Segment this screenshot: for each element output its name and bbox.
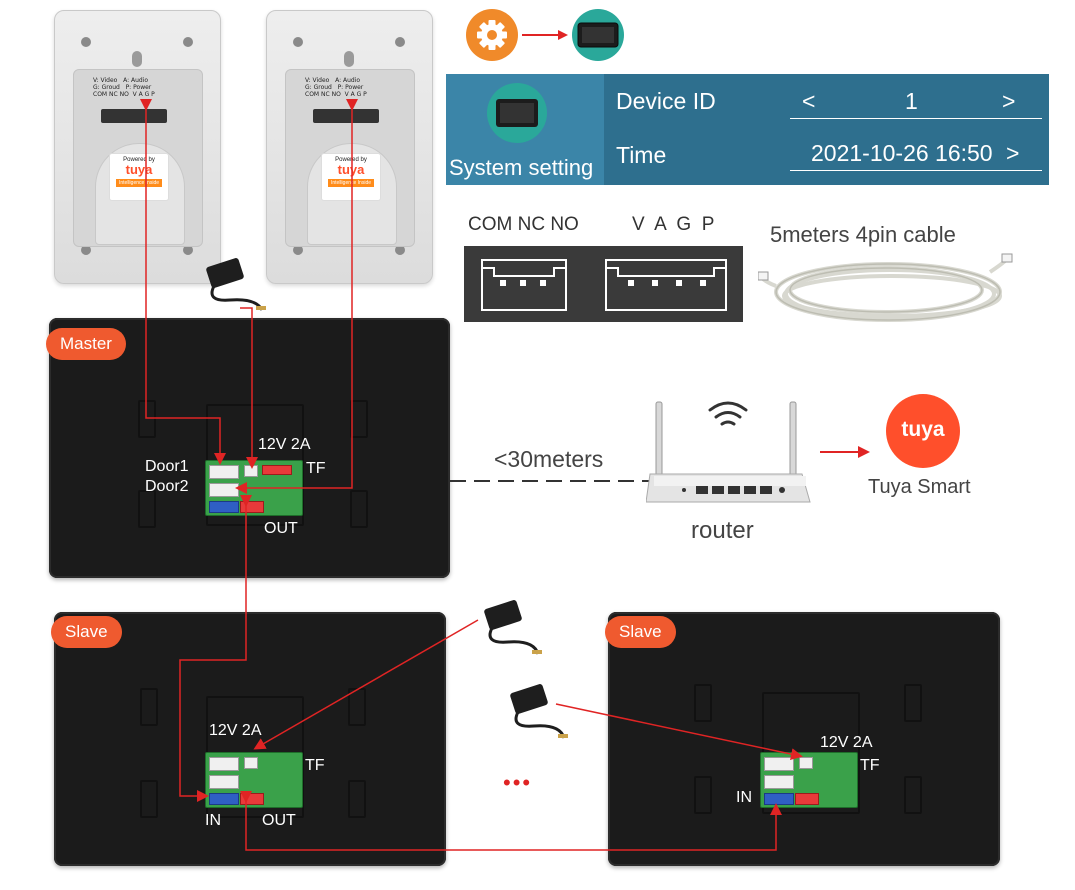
pin-legend: V: Video A: Audio G: Groud P: Power COM …: [305, 77, 367, 98]
power-adapter-icon: [484, 600, 542, 655]
mount-hole: [81, 245, 91, 255]
power-adapter-icon: [510, 684, 568, 739]
wire-slave1-power: [253, 619, 479, 750]
tuya-smart-label: Tuya Smart: [868, 476, 971, 498]
mount-hole: [293, 37, 303, 47]
router-label: router: [691, 517, 754, 544]
mount-clip: [138, 490, 156, 528]
time-next-button[interactable]: >: [1006, 140, 1020, 166]
ethernet-dashed-line: [450, 480, 650, 482]
intelligence-inside-text: Intelligence Inside: [116, 179, 162, 187]
system-setting-label: System setting: [449, 155, 594, 180]
tuya-app-icon: [886, 394, 960, 468]
mount-slot: [132, 51, 142, 67]
gear-to-monitor-icon: [466, 9, 624, 61]
mount-hole: [183, 37, 193, 47]
mount-clip: [904, 684, 922, 722]
wire-door2: [235, 99, 358, 494]
connector-diagram: [481, 259, 727, 311]
mount-clip: [694, 684, 712, 722]
slave1-tag: Slave: [51, 616, 122, 648]
slave1-in-label: IN: [205, 812, 221, 829]
pin-legend: V: Video A: Audio G: Groud P: Power COM …: [93, 77, 155, 98]
device-id-next-button[interactable]: >: [1002, 88, 1016, 114]
time-label: Time: [616, 142, 667, 168]
mount-clip: [140, 780, 158, 818]
mount-clip: [140, 688, 158, 726]
divider: [790, 170, 1042, 171]
slave-monitor-2: [608, 612, 1000, 866]
slave1-out-label: OUT: [262, 812, 296, 829]
slave1-tf-label: TF: [305, 757, 325, 774]
mount-hole: [395, 37, 405, 47]
signal-pins-label: V A G P: [632, 214, 715, 235]
more-monitors-ellipsis: •••: [503, 770, 533, 795]
distance-label: <30meters: [494, 446, 604, 472]
master-tag: Master: [46, 328, 126, 360]
device-id-prev-button[interactable]: <: [802, 88, 816, 114]
slave2-tf-label: TF: [860, 757, 880, 774]
wire-door1: [140, 99, 226, 465]
gear-icon: [477, 20, 507, 50]
mount-clip: [350, 490, 368, 528]
wire-master-to-slave1: [179, 495, 252, 802]
mount-clip: [904, 776, 922, 814]
wire-master-power: [240, 307, 258, 469]
slave2-power-label: 12V 2A: [820, 734, 873, 751]
wire-slave1-to-slave2: [240, 791, 782, 851]
powered-by-text: Powered by: [123, 157, 155, 163]
slave2-tag: Slave: [605, 616, 676, 648]
wifi-icon: [708, 401, 748, 426]
system-setting-icon: [487, 83, 547, 143]
tuya-app-logo: tuya: [901, 418, 945, 441]
divider: [790, 118, 1042, 119]
master-out-label: OUT: [264, 520, 298, 537]
time-value: 2021-10-26 16:50: [811, 140, 993, 166]
cable-coil-icon: [758, 253, 1013, 322]
router-to-app-arrow: [820, 446, 870, 458]
device-id-value: 1: [905, 88, 918, 114]
wire-slave2-power: [555, 703, 803, 760]
mount-hole: [395, 245, 405, 255]
lock-pins-label: COM NC NO: [468, 214, 579, 235]
door2-label: Door2: [145, 478, 189, 495]
router-icon: [646, 401, 811, 503]
device-id-label: Device ID: [616, 88, 716, 114]
mount-slot: [344, 51, 354, 67]
cable-label: 5meters 4pin cable: [770, 222, 956, 247]
mount-hole: [81, 37, 91, 47]
